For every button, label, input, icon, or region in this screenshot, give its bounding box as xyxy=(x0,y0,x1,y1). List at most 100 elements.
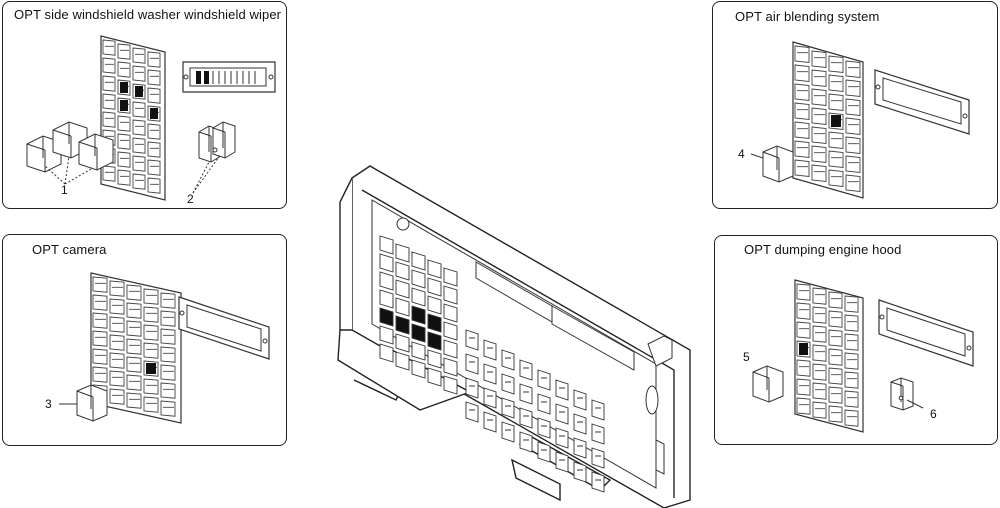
relay-socket xyxy=(160,346,176,363)
fuse-strip-connector xyxy=(178,296,270,360)
relay-socket xyxy=(828,74,844,93)
relay-socket xyxy=(796,378,811,396)
callout-5: 5 xyxy=(743,350,750,364)
main-relay-socket xyxy=(427,367,442,387)
relay-socket xyxy=(845,79,861,98)
callout-4: 4 xyxy=(738,147,745,161)
relay-socket xyxy=(811,164,827,183)
relay-socket xyxy=(812,363,827,381)
main-fuse-socket xyxy=(465,353,479,375)
main-fuse-socket xyxy=(573,461,587,483)
relay-socket xyxy=(92,312,108,329)
main-fuse-socket xyxy=(591,399,605,421)
fuse-strip-connector xyxy=(878,299,974,367)
relay-socket xyxy=(92,330,108,347)
main-relay-socket xyxy=(411,341,426,361)
panel-camera: OPT camera 3 xyxy=(2,234,287,446)
main-fuse-socket xyxy=(465,329,479,351)
fuse-strip-upper xyxy=(475,261,635,371)
relay-socket xyxy=(117,133,131,150)
relay-socket xyxy=(147,123,161,140)
panel-title-dumping-hood: OPT dumping engine hood xyxy=(744,242,902,257)
main-relay-socket xyxy=(427,277,442,297)
main-relay-socket xyxy=(427,295,442,315)
main-relay-socket xyxy=(443,321,458,341)
relay-socket xyxy=(794,83,810,102)
main-relay-socket xyxy=(427,349,442,369)
relay-socket xyxy=(828,405,843,423)
callout-3: 3 xyxy=(45,397,52,411)
highlighted-relay-socket xyxy=(120,82,128,93)
relay-4 xyxy=(750,145,794,183)
panel-title-washer-wiper: OPT side windshield washer windshield wi… xyxy=(14,7,282,22)
relay-socket xyxy=(845,174,861,193)
box-housing xyxy=(337,165,691,508)
main-relay-socket xyxy=(379,271,394,291)
relay-socket xyxy=(160,328,176,345)
relay-socket xyxy=(92,294,108,311)
relay-socket xyxy=(126,356,142,373)
relay-socket xyxy=(147,177,161,194)
highlighted-relay-socket xyxy=(799,343,808,355)
relay-socket xyxy=(143,396,159,413)
relay-socket xyxy=(160,292,176,309)
relay-group-1 xyxy=(26,121,114,185)
relay-socket xyxy=(102,39,116,56)
relay-socket xyxy=(796,321,811,339)
relay-socket xyxy=(160,400,176,417)
relay-socket xyxy=(102,165,116,182)
relay-socket xyxy=(812,382,827,400)
highlighted-relay-socket xyxy=(146,363,156,374)
relay-socket xyxy=(147,159,161,176)
main-relay-socket xyxy=(443,267,458,287)
relay-socket xyxy=(147,141,161,158)
air-blending-drawing xyxy=(750,41,970,199)
relay-socket xyxy=(132,137,146,154)
relay-socket xyxy=(109,370,125,387)
main-relay-socket xyxy=(395,315,410,335)
relay-socket xyxy=(794,140,810,159)
relay-socket xyxy=(796,302,811,320)
relay-group-2 xyxy=(192,121,236,194)
main-fuse-socket xyxy=(519,359,533,381)
camera-drawing xyxy=(59,272,270,424)
relay-socket xyxy=(117,151,131,168)
main-fuse-socket xyxy=(519,407,533,429)
relay-socket xyxy=(796,397,811,415)
relay-socket xyxy=(828,55,844,74)
relay-socket xyxy=(796,359,811,377)
relay-socket xyxy=(109,316,125,333)
main-relay-socket xyxy=(395,243,410,263)
relay-socket xyxy=(109,334,125,351)
relay-socket xyxy=(844,371,859,389)
main-fuse-socket xyxy=(501,373,515,395)
relay-socket xyxy=(811,107,827,126)
relay-socket xyxy=(812,325,827,343)
relay-socket xyxy=(794,159,810,178)
main-relay-socket xyxy=(395,279,410,299)
main-fuse-socket xyxy=(537,417,551,439)
relay-socket xyxy=(102,111,116,128)
relay-socket xyxy=(828,310,843,328)
relay-socket xyxy=(845,136,861,155)
relay-socket xyxy=(117,61,131,78)
relay-socket xyxy=(132,155,146,172)
relay-socket xyxy=(102,57,116,74)
main-fuse-socket xyxy=(555,451,569,473)
relay-socket xyxy=(828,131,844,150)
main-relay-socket xyxy=(379,289,394,309)
relay-socket xyxy=(828,93,844,112)
main-relay-socket xyxy=(379,325,394,345)
relay-socket xyxy=(812,401,827,419)
relay-socket xyxy=(844,295,859,313)
relay-socket xyxy=(812,344,827,362)
dumping-hood-drawing xyxy=(752,279,974,433)
relay-socket xyxy=(102,75,116,92)
relay-socket xyxy=(147,87,161,104)
relay-6 xyxy=(890,377,924,411)
relay-socket xyxy=(143,378,159,395)
relay-socket xyxy=(143,306,159,323)
highlighted-relay-socket xyxy=(150,108,158,119)
relay-socket xyxy=(126,320,142,337)
relay-socket xyxy=(794,121,810,140)
